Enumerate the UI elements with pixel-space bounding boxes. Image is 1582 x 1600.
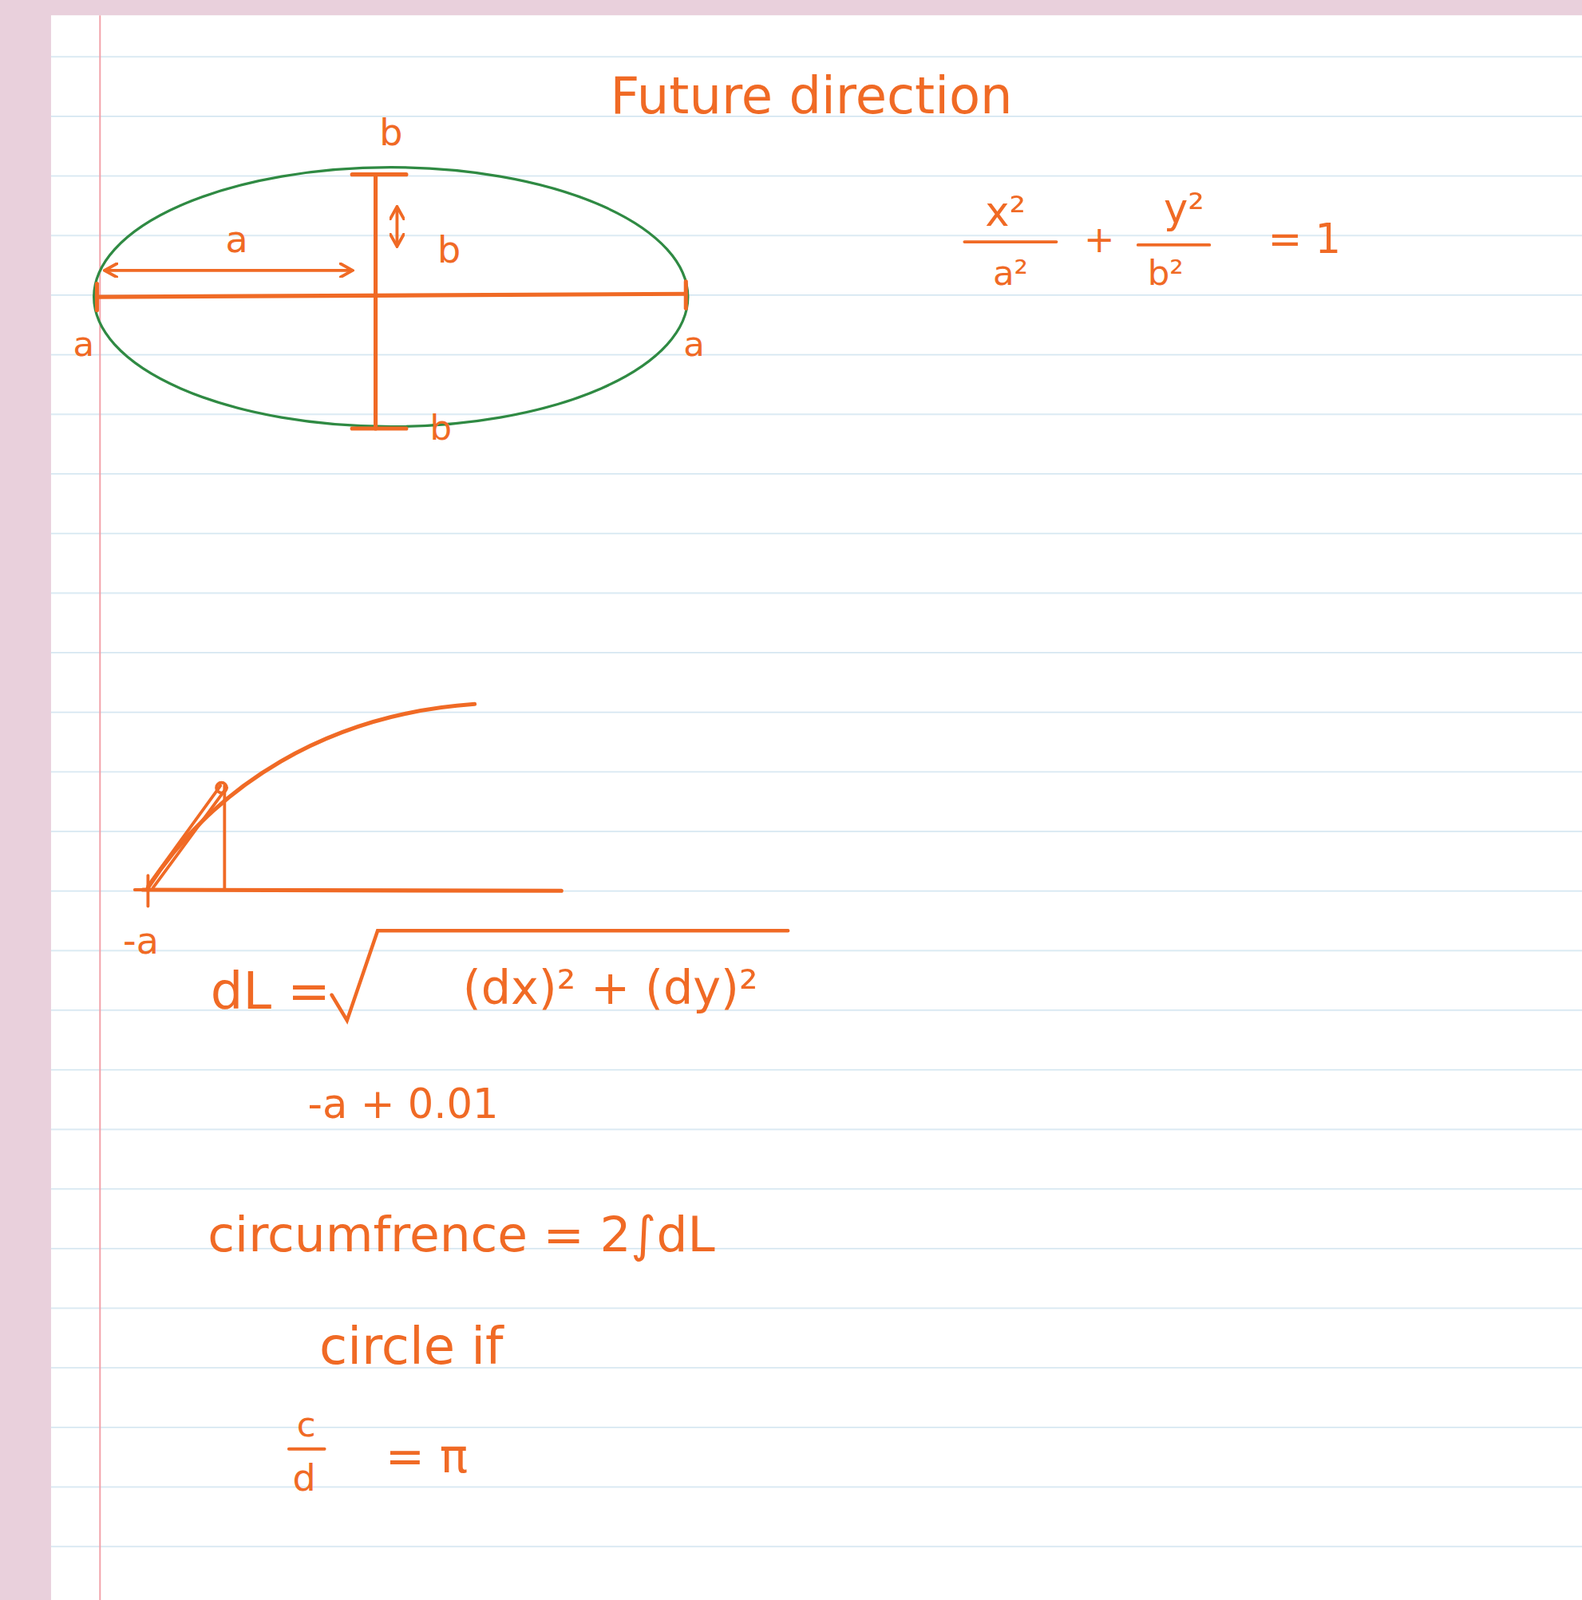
minor-axis <box>373 175 378 429</box>
axis-label: b <box>379 114 403 151</box>
axis-label: b <box>437 231 461 269</box>
ellipse <box>94 167 689 428</box>
equation-term: + <box>1083 221 1116 258</box>
formula: dL = <box>210 966 331 1018</box>
axis-label: b <box>430 411 453 446</box>
formula: circumfrence = 2∫dL <box>207 1210 715 1260</box>
axis-label: a <box>73 327 95 362</box>
formula: = π <box>385 1432 468 1480</box>
x-axis <box>142 889 562 891</box>
semi-major-arrow <box>106 268 352 273</box>
equation-term: y² <box>1163 189 1205 230</box>
equation-term: b² <box>1147 256 1184 291</box>
equation-term: = 1 <box>1267 219 1341 261</box>
semi-minor-arrow <box>395 208 399 246</box>
margin-line <box>98 15 101 1600</box>
fraction-term: d <box>292 1459 316 1497</box>
note: circle if <box>319 1321 504 1373</box>
equation-term: x² <box>984 191 1026 233</box>
formula: (dx)² + (dy)² <box>462 964 759 1012</box>
radical-sign <box>332 930 789 1021</box>
equation-term: a² <box>992 256 1029 291</box>
page-title: Future direction <box>610 71 1013 123</box>
arc-curve <box>147 703 475 888</box>
major-axis <box>96 293 686 297</box>
axis-label: a <box>225 221 249 258</box>
axis-label: a <box>683 327 705 362</box>
axis-label: -a <box>122 922 159 960</box>
fraction-term: c <box>296 1408 317 1444</box>
ruled-lines <box>51 15 1582 1600</box>
paper <box>51 15 1582 1600</box>
note: -a + 0.01 <box>308 1083 499 1125</box>
